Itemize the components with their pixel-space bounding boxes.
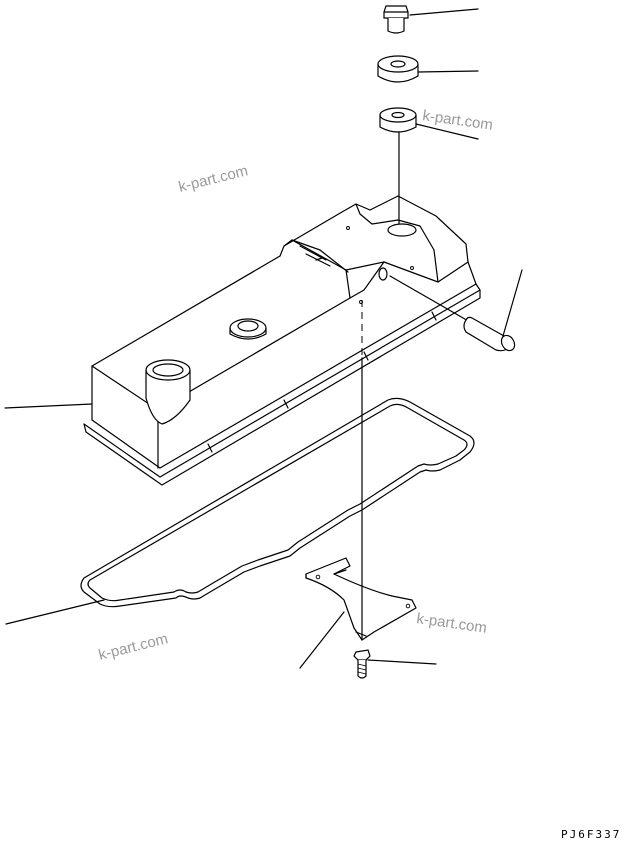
leader-line-grommet bbox=[415, 123, 479, 140]
cap-bolt-part bbox=[383, 5, 409, 34]
leader-line-bolt bbox=[409, 8, 479, 16]
gasket-part bbox=[80, 397, 475, 608]
watermark-top-right: k-part.com bbox=[421, 107, 494, 134]
leader-line-side-pin bbox=[502, 269, 523, 337]
side-pin-part bbox=[389, 275, 516, 352]
leader-line-washer bbox=[417, 70, 479, 73]
watermark-lower-right: k-part.com bbox=[415, 610, 488, 637]
leader-line-gasket bbox=[5, 599, 105, 625]
bracket-part bbox=[305, 557, 417, 641]
grommet-part bbox=[379, 107, 417, 133]
leader-line-cover bbox=[4, 403, 93, 409]
flange-bolt-part bbox=[353, 649, 371, 679]
leader-line-bracket bbox=[299, 611, 345, 669]
cylinder-head-cover-part bbox=[83, 195, 481, 486]
drawing-code-label: PJ6F337 bbox=[561, 828, 621, 841]
watermark-upper-left: k-part.com bbox=[177, 162, 250, 196]
washer-part bbox=[377, 55, 419, 83]
watermark-lower-left: k-part.com bbox=[97, 630, 170, 664]
leader-line-flange-bolt bbox=[367, 659, 437, 665]
